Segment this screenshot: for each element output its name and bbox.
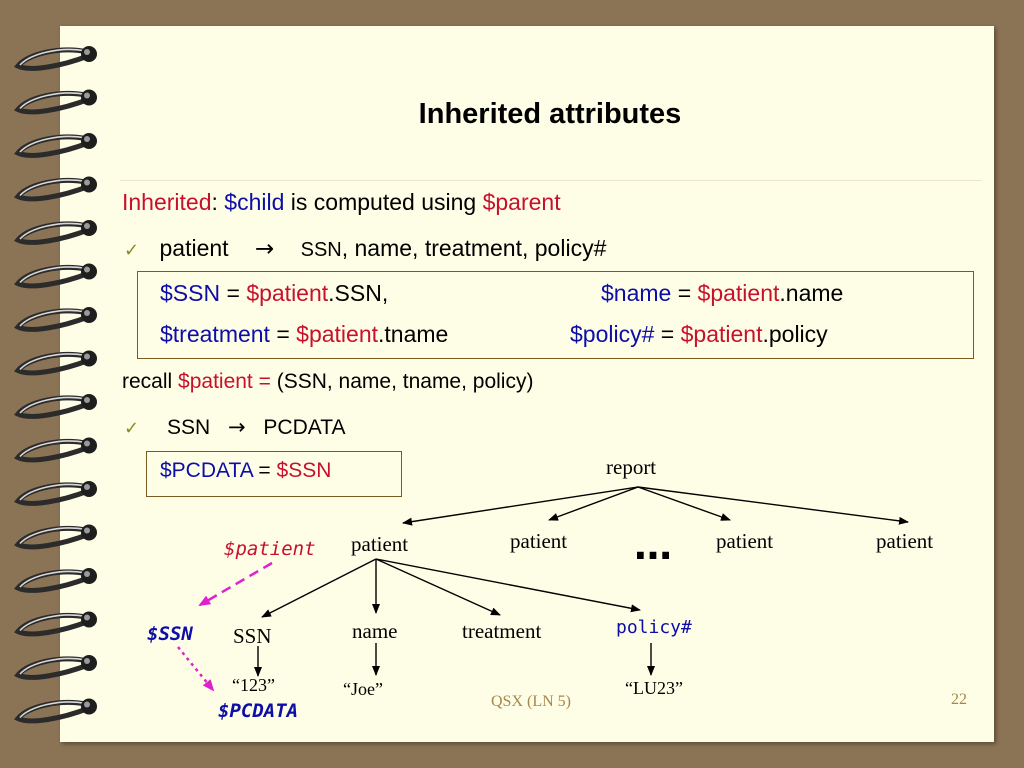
field: .SSN, [328, 280, 389, 306]
value-name: “Joe” [343, 679, 383, 699]
field: .name [779, 280, 844, 306]
rule-name: $name = $patient.name [601, 280, 843, 307]
patient-var: $patient [680, 321, 763, 347]
node-patient: patient [876, 529, 934, 553]
patient-var: $patient [296, 321, 379, 347]
patient-rules-box [137, 271, 974, 359]
patient-label: patient [159, 235, 229, 261]
parent-var: $parent [482, 189, 561, 215]
spiral-binding [14, 46, 97, 724]
colon: : [211, 189, 218, 215]
rule-policy: $policy# = $patient.policy [570, 321, 828, 348]
footer-page-number: 22 [951, 691, 967, 708]
name-var: $name [601, 280, 672, 306]
pcdata-label: PCDATA [263, 416, 346, 439]
equals: = [220, 280, 247, 306]
ssn-production: ✓ SSN → PCDATA [124, 415, 345, 440]
equals: = [252, 459, 277, 482]
value-ssn: “123” [232, 675, 275, 695]
inherited-definition: Inherited: $child is computed using $par… [122, 189, 561, 216]
rule-treatment: $treatment = $patient.tname [160, 321, 448, 348]
ssn-label: SSN [300, 239, 342, 261]
node-report: report [606, 455, 657, 479]
production-rest: , name, treatment, policy# [341, 235, 607, 261]
slide-title: Inherited attributes [418, 98, 682, 130]
equals: = [269, 321, 297, 347]
value-policy: “LU23” [625, 678, 683, 698]
rule-ssn: $SSN = $patient.SSN, [160, 280, 388, 307]
node-treatment: treatment [462, 619, 542, 643]
footer-course: QSX (LN 5) [491, 693, 571, 710]
definition-text: is computed using [290, 189, 477, 215]
recall-word: recall [122, 370, 173, 393]
pcdata-var: $PCDATA [160, 459, 253, 482]
ssn-var: $SSN [276, 459, 332, 482]
node-ssn: SSN [233, 624, 272, 648]
arrow-icon: → [254, 236, 275, 262]
recall-patient: $patient = [178, 370, 271, 393]
check-icon: ✓ [124, 418, 140, 439]
ellipsis: … [634, 524, 672, 568]
ssn-label: SSN [166, 416, 211, 439]
node-patient: patient [351, 532, 409, 556]
field: .tname [378, 321, 449, 347]
patient-var: $patient [246, 280, 329, 306]
recall-rest: (SSN, name, tname, policy) [270, 370, 534, 393]
recall-line: recall $patient = (SSN, name, tname, pol… [122, 370, 533, 394]
check-icon: ✓ [124, 240, 140, 261]
annotation-pcdata: $PCDATA [218, 700, 299, 722]
pcdata-rule-box [146, 451, 402, 497]
equals: = [654, 321, 681, 347]
patient-production: ✓ patient → SSN, name, treatment, policy… [124, 235, 606, 262]
inherited-word: Inherited [122, 189, 212, 215]
child-var: $child [224, 189, 285, 215]
rule-pcdata: $PCDATA = $SSN [160, 459, 331, 483]
slide-page [60, 26, 994, 742]
title-divider [120, 180, 982, 181]
ssn-var: $SSN [160, 280, 221, 306]
annotation-patient: $patient [224, 538, 316, 560]
arrow-icon: → [227, 415, 246, 439]
node-policy: policy# [616, 617, 692, 638]
equals: = [671, 280, 698, 306]
node-patient: patient [510, 529, 568, 553]
node-name: name [352, 619, 398, 643]
field: .policy [762, 321, 828, 347]
annotation-ssn: $SSN [147, 623, 193, 645]
node-patient: patient [716, 529, 774, 553]
patient-var: $patient [697, 280, 780, 306]
treatment-var: $treatment [160, 321, 270, 347]
policy-var: $policy# [570, 321, 655, 347]
